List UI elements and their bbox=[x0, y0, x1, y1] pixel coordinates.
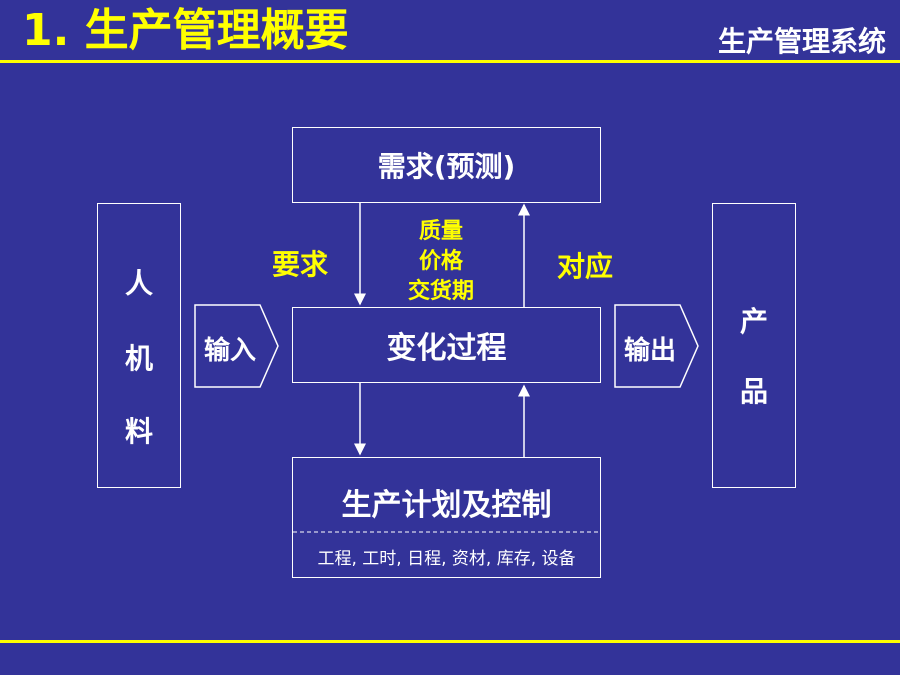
plan-box-items: 工程, 工时, 日程, 资材, 库存, 设备 bbox=[317, 549, 576, 569]
product-char-1: 产 bbox=[739, 305, 768, 338]
demand-box: 需求(预测) bbox=[292, 127, 601, 203]
requirement-label: 要求 bbox=[272, 248, 329, 281]
delivery-label: 交货期 bbox=[408, 279, 475, 304]
resource-material: 料 bbox=[124, 415, 153, 448]
product-box bbox=[712, 203, 796, 488]
response-label: 对应 bbox=[557, 250, 614, 283]
bottom-divider bbox=[0, 640, 900, 643]
top-divider bbox=[0, 60, 900, 63]
resource-person: 人 bbox=[124, 267, 153, 300]
system-name: 生产管理系统 bbox=[717, 25, 886, 58]
price-label: 价格 bbox=[419, 249, 464, 274]
process-box: 变化过程 bbox=[292, 307, 601, 383]
plan-box: 生产计划及控制 工程, 工时, 日程, 资材, 库存, 设备 bbox=[292, 457, 601, 578]
resource-machine: 机 bbox=[124, 342, 153, 375]
plan-box-title: 生产计划及控制 bbox=[341, 488, 552, 523]
process-box-label: 变化过程 bbox=[386, 331, 507, 366]
resources-box bbox=[97, 203, 181, 488]
demand-box-label: 需求(预测) bbox=[377, 150, 516, 183]
quality-label: 质量 bbox=[419, 219, 464, 244]
input-arrow-label: 输入 bbox=[204, 336, 257, 366]
output-arrow-label: 输出 bbox=[624, 336, 677, 366]
output-arrow-shape bbox=[614, 304, 699, 388]
input-arrow-shape bbox=[194, 304, 279, 388]
slide-title: 1. 生产管理概要 bbox=[22, 5, 349, 56]
product-char-2: 品 bbox=[739, 375, 768, 408]
